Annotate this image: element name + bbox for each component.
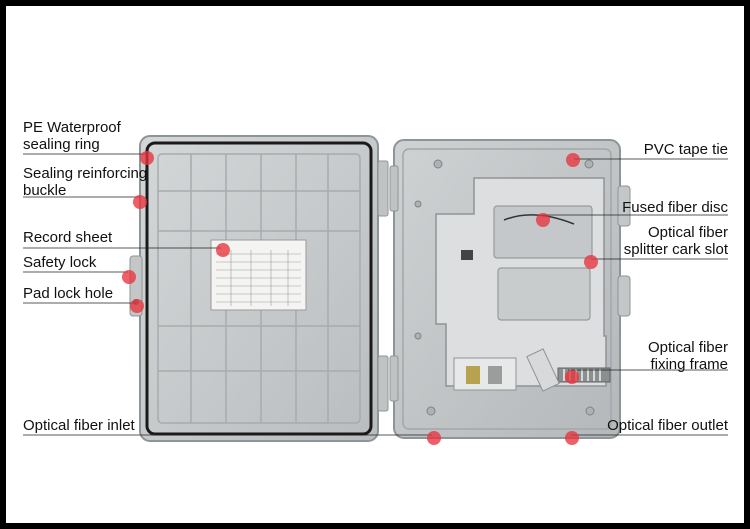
callout-line-2: buckle xyxy=(23,182,67,199)
callout-sealing-buckle: Sealing reinforcing buckle xyxy=(23,165,147,199)
leader-lines-right xyxy=(543,158,728,436)
marker-splitter-slot xyxy=(584,255,598,269)
callout-line-1: Record sheet xyxy=(23,229,113,246)
callout-line-1: PVC tape tie xyxy=(643,141,728,158)
callout-safety-lock: Safety lock xyxy=(23,254,96,271)
marker-record-sheet xyxy=(216,243,230,257)
callout-line-2: splitter cark slot xyxy=(623,241,728,258)
waterproof-sealing-ring xyxy=(145,141,373,436)
marker-pad-lock-hole xyxy=(130,299,144,313)
callout-line-1: Sealing reinforcing xyxy=(23,165,148,182)
product-illustration: PE Waterproof sealing ring Sealing reinf… xyxy=(6,6,744,523)
callout-pe-waterproof: PE Waterproof sealing ring xyxy=(23,119,121,153)
marker-fiber-outlet xyxy=(565,431,579,445)
callout-line-1: PE Waterproof xyxy=(23,119,121,136)
callout-pvc-tape-tie: PVC tape tie xyxy=(644,141,728,158)
callout-pad-lock-hole: Pad lock hole xyxy=(23,285,113,302)
callout-markers xyxy=(122,151,598,445)
box-body xyxy=(389,139,631,439)
callout-fixing-frame: Optical fiber fixing frame xyxy=(648,339,728,373)
callout-line-1: Fused fiber disc xyxy=(622,199,728,216)
marker-pvc-tape-tie xyxy=(566,153,580,167)
callout-line-1: Safety lock xyxy=(23,254,97,271)
marker-fiber-inlet xyxy=(427,431,441,445)
marker-fused-fiber-disc xyxy=(536,213,550,227)
marker-safety-lock xyxy=(122,270,136,284)
callout-line-2: sealing ring xyxy=(23,136,100,153)
callout-line-1: Optical fiber inlet xyxy=(23,417,135,434)
splitter-tray xyxy=(435,177,607,387)
fiber-distribution-box-drawing xyxy=(23,135,728,445)
callout-line-2: fixing frame xyxy=(650,356,728,373)
callout-line-1: Optical fiber outlet xyxy=(607,417,728,434)
callout-fiber-outlet: Optical fiber outlet xyxy=(607,417,728,434)
box-door xyxy=(129,135,389,442)
callout-line-1: Pad lock hole xyxy=(23,285,114,302)
callout-fiber-inlet: Optical fiber inlet xyxy=(23,417,135,434)
callout-line-1: Optical fiber xyxy=(647,339,728,356)
marker-pe-waterproof xyxy=(140,151,154,165)
callout-splitter-slot: Optical fiber splitter cark slot xyxy=(624,224,728,258)
marker-fixing-frame xyxy=(565,370,579,384)
leader-lines-left xyxy=(23,153,432,436)
callout-record-sheet: Record sheet xyxy=(23,229,112,246)
callout-line-1: Optical fiber xyxy=(647,224,728,241)
marker-sealing-buckle xyxy=(133,195,147,209)
callout-fused-fiber-disc: Fused fiber disc xyxy=(622,199,728,216)
